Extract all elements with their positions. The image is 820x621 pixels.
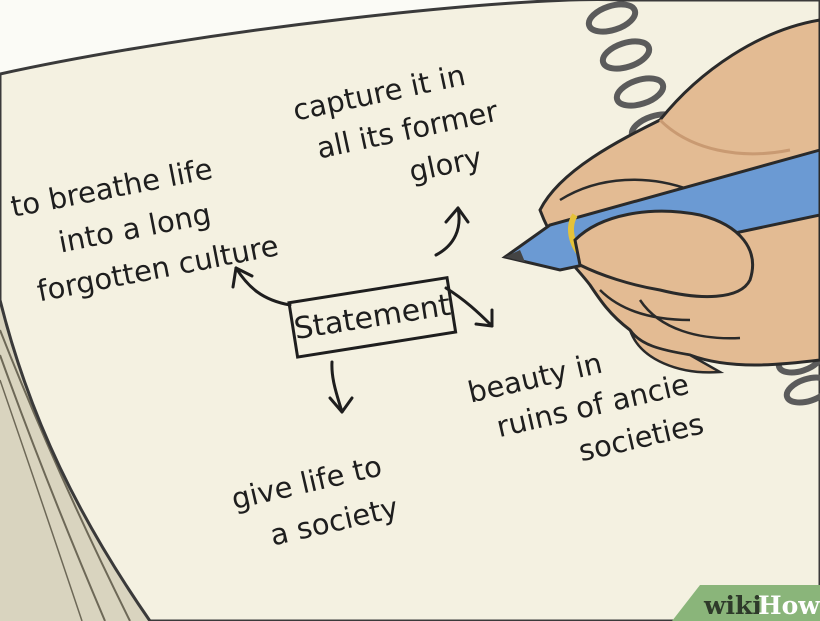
- arrowhead: [328, 396, 354, 414]
- arrow-to-bottom-right: [444, 286, 494, 328]
- palm-edge: [628, 329, 725, 374]
- page-edge-line: [0, 379, 83, 621]
- arrowhead: [474, 308, 494, 328]
- page-stack-edge: [0, 300, 160, 621]
- page-edge-line: [0, 329, 131, 621]
- finger: [573, 209, 755, 298]
- page-edge-line: [0, 354, 106, 621]
- arrow-to-top-right: [434, 206, 461, 257]
- mindmap-arrows: [231, 206, 494, 414]
- wikihow-watermark: wiki How: [672, 585, 820, 621]
- arrowhead: [231, 266, 254, 289]
- arrowhead: [444, 206, 470, 224]
- watermark-how: How: [758, 591, 820, 620]
- arrow-to-top-left: [234, 266, 292, 307]
- arrow-to-bottom-left: [330, 360, 344, 414]
- knuckle-line: [638, 299, 741, 340]
- watermark-wiki: wiki: [703, 591, 762, 620]
